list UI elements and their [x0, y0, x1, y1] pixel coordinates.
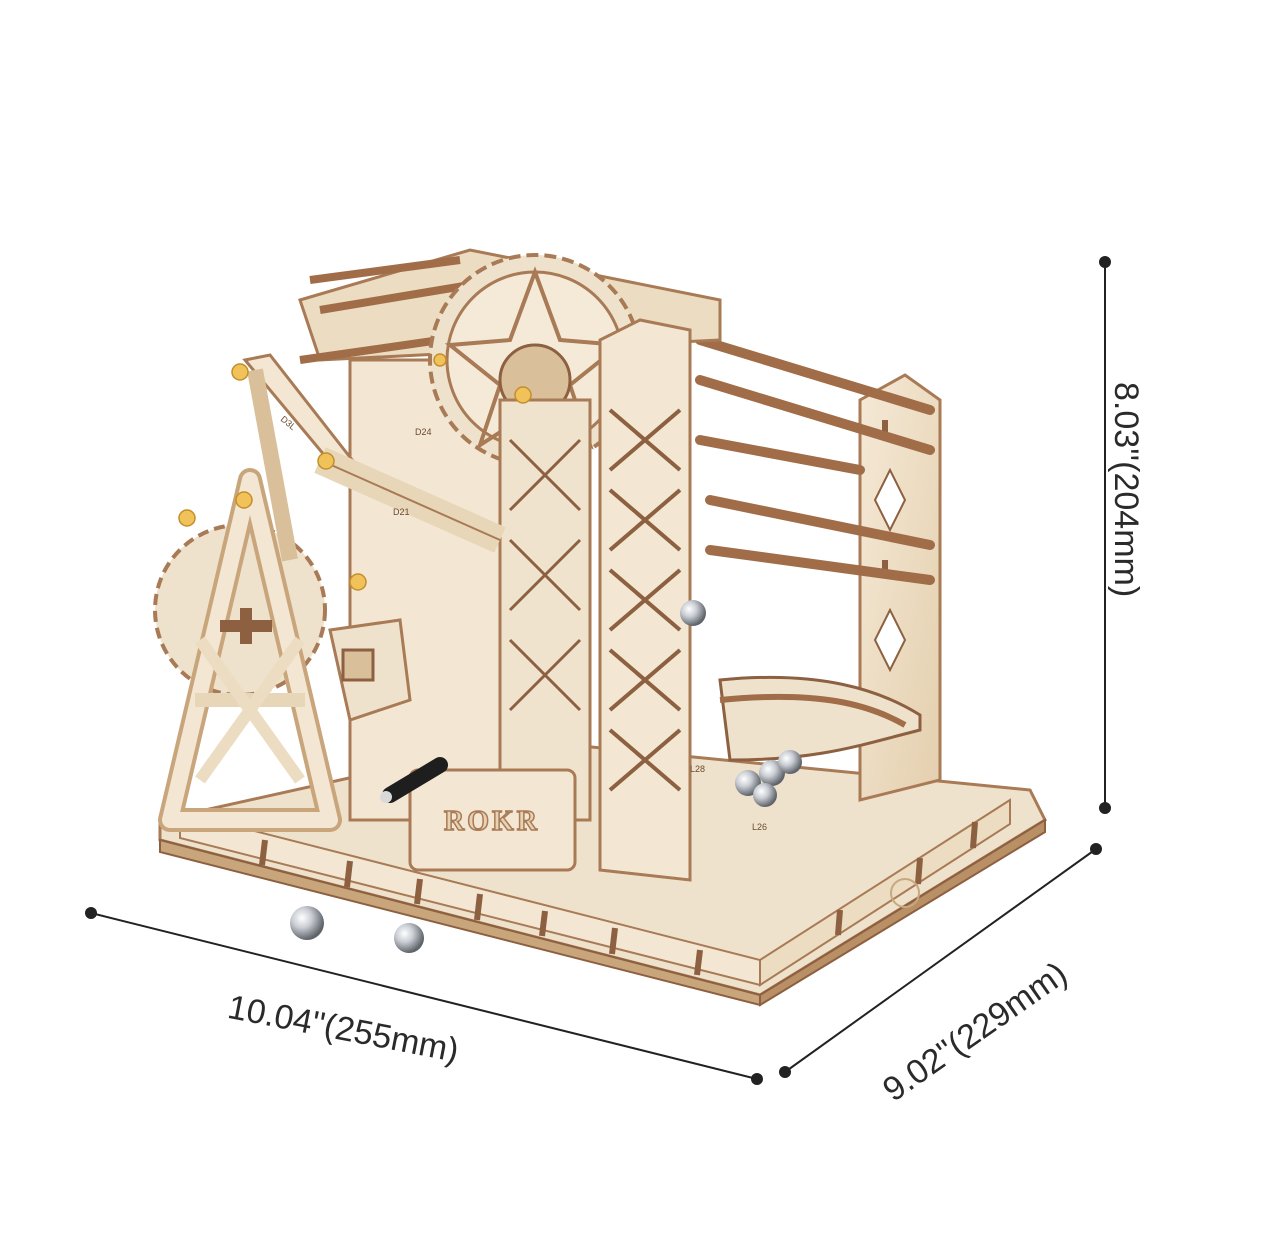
crank-handle: [380, 757, 448, 803]
svg-text:L28: L28: [690, 764, 705, 774]
width-dimension-line: [90, 912, 758, 1080]
right-tower: [695, 335, 942, 802]
yellow-pins: [178, 353, 532, 591]
depth-dimension-line: [784, 848, 1097, 1073]
height-dimension-label: 8.03''(204mm): [1107, 382, 1145, 598]
rokr-plate: [408, 768, 577, 872]
svg-text:D21: D21: [393, 507, 410, 517]
lattice-tower: [498, 318, 692, 882]
lever-arms: [242, 353, 506, 562]
logo-stamp: [890, 878, 920, 908]
svg-text:L26: L26: [752, 822, 767, 832]
dimension-lines: [90, 262, 1106, 1080]
track-rails: [695, 335, 935, 585]
rail-dividers: [259, 821, 978, 976]
large-gear: [428, 253, 642, 467]
left-a-frame: [153, 468, 412, 832]
svg-text:D24: D24: [415, 427, 432, 437]
steel-balls: [290, 600, 802, 953]
brand-logo: ROKR: [444, 806, 540, 837]
dimension-endpoints: [85, 256, 1111, 1085]
